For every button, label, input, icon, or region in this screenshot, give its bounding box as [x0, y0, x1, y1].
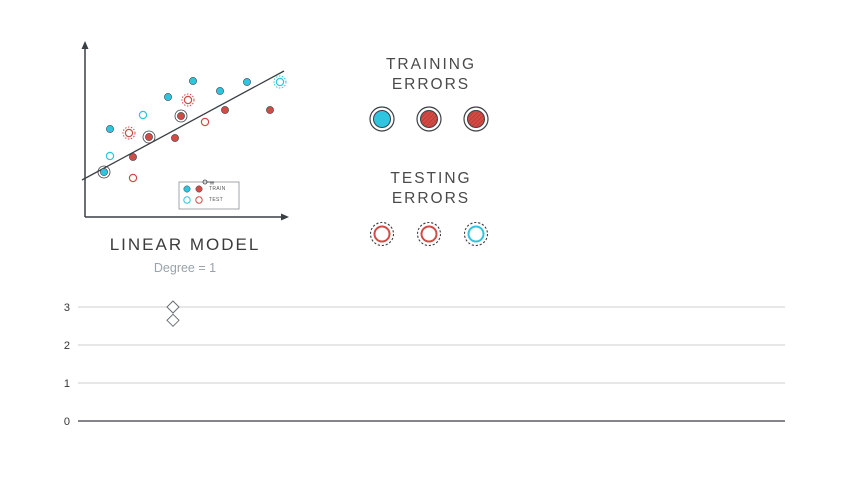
- train-point: [106, 125, 114, 133]
- test-point: [124, 128, 134, 138]
- train-point: [189, 77, 197, 85]
- training-error-marker-red: [416, 106, 442, 132]
- testing-error-markers: [369, 221, 489, 247]
- testing-error-marker-cyan: [463, 221, 489, 247]
- model-degree-label: Degree = 1: [153, 261, 217, 275]
- error-point-marker: [166, 300, 180, 314]
- error-point-marker: [166, 313, 180, 328]
- training-errors-title: TRAINING ERRORS: [360, 55, 502, 95]
- scatter-legend: [178, 181, 240, 210]
- test-points: [105, 77, 285, 183]
- y-tick-label: 2: [63, 340, 70, 352]
- train-points: [100, 77, 274, 176]
- test-point: [128, 173, 138, 183]
- testing-error-marker-red: [416, 221, 442, 247]
- training-error-marker-cyan: [369, 106, 395, 132]
- train-point: [216, 87, 224, 95]
- test-point: [105, 151, 115, 161]
- train-point: [145, 133, 153, 141]
- test-point: [183, 95, 193, 105]
- testing-error-marker-red: [369, 221, 395, 247]
- train-point: [221, 106, 229, 114]
- legend-train-label: TRAIN: [209, 186, 226, 192]
- test-error-rings: [122, 75, 287, 140]
- train-point: [266, 106, 274, 114]
- y-tick-label: 0: [63, 416, 70, 428]
- train-point: [164, 93, 172, 101]
- training-errors-title-line2: ERRORS: [391, 76, 471, 93]
- regression-line: [81, 70, 285, 181]
- y-tick-label: 3: [63, 302, 70, 314]
- train-point: [100, 168, 108, 176]
- training-error-marker-red: [463, 106, 489, 132]
- error-chart-points: [166, 300, 180, 328]
- test-point: [275, 77, 285, 87]
- train-point: [177, 112, 185, 120]
- train-point: [243, 78, 251, 86]
- test-point: [200, 117, 210, 127]
- model-title: LINEAR MODEL: [109, 235, 261, 254]
- train-point: [171, 134, 179, 142]
- error-chart-grid: [78, 306, 785, 422]
- testing-errors-title-line2: ERRORS: [391, 190, 471, 207]
- testing-errors-title: TESTING ERRORS: [360, 169, 502, 209]
- test-point: [138, 110, 148, 120]
- training-error-markers: [369, 106, 489, 132]
- train-point: [129, 153, 137, 161]
- testing-errors-title-line1: TESTING: [390, 170, 472, 187]
- training-errors-title-line1: TRAINING: [385, 56, 477, 73]
- key-icon: [202, 179, 214, 185]
- train-error-rings: [97, 109, 188, 179]
- scatter-axes: [81, 41, 289, 221]
- legend-test-label: TEST: [209, 197, 223, 203]
- y-tick-label: 1: [63, 378, 70, 390]
